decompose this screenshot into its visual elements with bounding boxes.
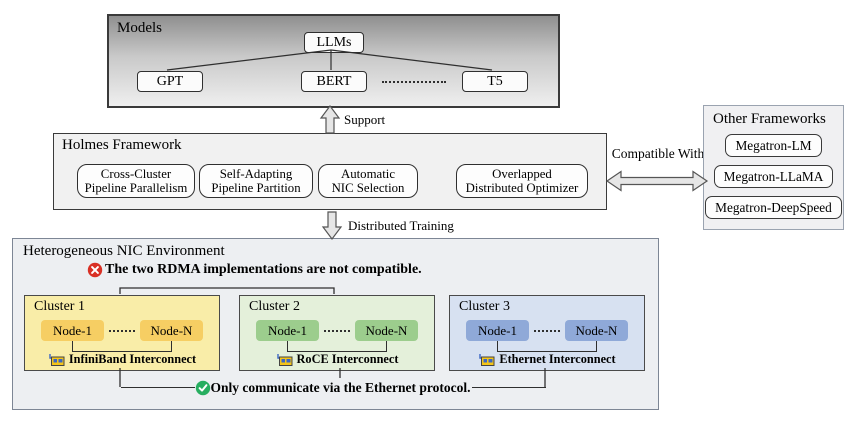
cluster-2-interconnect: RoCE Interconnect: [240, 352, 434, 367]
heterogeneous-nic-environment-panel: Heterogeneous NIC Environment The two RD…: [12, 238, 659, 410]
cluster-3-interconnect: Ethernet Interconnect: [450, 352, 644, 367]
cluster-3: Cluster 3 Node-1 Node-N Ethernet Interco…: [449, 295, 645, 371]
cluster-2: Cluster 2 Node-1 Node-N RoCE Interconnec…: [239, 295, 435, 371]
feature-line1: Self-Adapting: [219, 166, 293, 181]
feature-cross-cluster-pipeline-parallelism: Cross-Cluster Pipeline Parallelism: [77, 164, 195, 198]
cluster-3-node-n: Node-N: [565, 320, 628, 341]
models-panel: Models LLMs GPT BERT T5: [107, 14, 560, 108]
feature-automatic-nic-selection: Automatic NIC Selection: [318, 164, 418, 198]
interconnect-label: InfiniBand Interconnect: [68, 352, 197, 366]
interconnect-label: Ethernet Interconnect: [499, 352, 616, 366]
ethernet-only-note: Only communicate via the Ethernet protoc…: [121, 379, 546, 396]
support-arrow-icon: [319, 105, 341, 134]
model-gpt: GPT: [137, 71, 203, 92]
support-arrow-label: Support: [344, 112, 386, 127]
feature-line1: Cross-Cluster: [100, 166, 172, 181]
compatible-with-arrow-label: Compatible With: [611, 146, 705, 161]
distributed-training-arrow-label: Distributed Training: [348, 218, 454, 233]
cluster-1-interconnect: InfiniBand Interconnect: [25, 352, 219, 367]
nic-card-icon: [479, 353, 495, 366]
model-bert: BERT: [301, 71, 367, 92]
check-circle-icon: [195, 380, 211, 396]
feature-line2: Pipeline Parallelism: [84, 181, 188, 195]
rdma-warning: The two RDMA implementations are not com…: [87, 262, 422, 278]
cluster-3-node-1: Node-1: [466, 320, 529, 341]
feature-line1: Overlapped: [492, 166, 552, 181]
model-llms: LLMs: [304, 32, 364, 53]
cluster-1: Cluster 1 Node-1 Node-N InfiniBand Inter…: [24, 295, 220, 371]
connector-line-right: [472, 387, 546, 388]
interconnect-label: RoCE Interconnect: [296, 352, 399, 366]
cluster-2-title: Cluster 2: [249, 299, 300, 314]
feature-line2: NIC Selection: [331, 181, 405, 195]
node-ellipsis-dots: [109, 330, 135, 332]
node-bracket: [72, 341, 172, 352]
models-panel-title: Models: [117, 20, 162, 36]
distributed-training-arrow-icon: [321, 211, 343, 240]
holmes-framework-title: Holmes Framework: [62, 137, 182, 153]
feature-line2: Pipeline Partition: [211, 181, 301, 195]
feature-overlapped-distributed-optimizer: Overlapped Distributed Optimizer: [456, 164, 588, 198]
framework-megatron-deepspeed: Megatron-DeepSpeed: [705, 196, 842, 219]
feature-line1: Automatic: [340, 166, 396, 181]
ethernet-only-text: Only communicate via the Ethernet protoc…: [210, 379, 471, 395]
node-ellipsis-dots: [324, 330, 350, 332]
environment-title: Heterogeneous NIC Environment: [23, 243, 225, 259]
connector-line-left: [121, 387, 195, 388]
framework-megatron-llama: Megatron-LLaMA: [713, 165, 834, 188]
cluster-2-node-1: Node-1: [256, 320, 319, 341]
cluster-1-title: Cluster 1: [34, 299, 85, 314]
cluster-1-node-1: Node-1: [41, 320, 104, 341]
node-bracket: [287, 341, 387, 352]
holmes-framework-panel: Holmes Framework Cross-Cluster Pipeline …: [53, 133, 607, 210]
nic-card-icon: [49, 353, 65, 366]
node-ellipsis-dots: [534, 330, 560, 332]
rdma-warning-text: The two RDMA implementations are not com…: [105, 262, 422, 277]
error-cross-icon: [87, 262, 103, 278]
compatible-with-arrow-icon: [605, 170, 709, 192]
feature-line2: Distributed Optimizer: [465, 181, 579, 195]
other-frameworks-title: Other Frameworks: [713, 111, 826, 127]
framework-megatron-lm: Megatron-LM: [725, 134, 822, 157]
cluster-3-title: Cluster 3: [459, 299, 510, 314]
feature-self-adapting-pipeline-partition: Self-Adapting Pipeline Partition: [199, 164, 313, 198]
node-bracket: [497, 341, 597, 352]
models-ellipsis-dots: [382, 81, 446, 83]
nic-card-icon: [276, 353, 293, 366]
cluster-2-node-n: Node-N: [355, 320, 418, 341]
cluster-1-node-n: Node-N: [140, 320, 203, 341]
model-t5: T5: [462, 71, 528, 92]
other-frameworks-panel: Other Frameworks Megatron-LM Megatron-LL…: [703, 105, 844, 230]
